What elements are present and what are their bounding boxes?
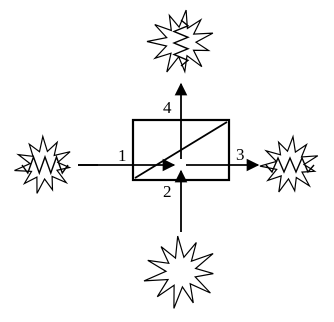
wave-left bbox=[21, 154, 69, 176]
label-port-4: 4 bbox=[163, 98, 172, 117]
burst-right-shape bbox=[259, 134, 319, 193]
label-port-1: 1 bbox=[118, 146, 127, 165]
input-left-source bbox=[14, 134, 72, 194]
label-port-2: 2 bbox=[163, 182, 172, 201]
label-port-3: 3 bbox=[236, 145, 245, 164]
wave-top bbox=[172, 19, 190, 67]
burst-bottom-shape bbox=[143, 235, 214, 309]
beam-paths bbox=[78, 82, 260, 232]
output-right-detector bbox=[259, 134, 319, 193]
wave-right bbox=[265, 156, 315, 174]
output-top-detector bbox=[146, 9, 214, 74]
input-bottom-source bbox=[143, 235, 214, 309]
